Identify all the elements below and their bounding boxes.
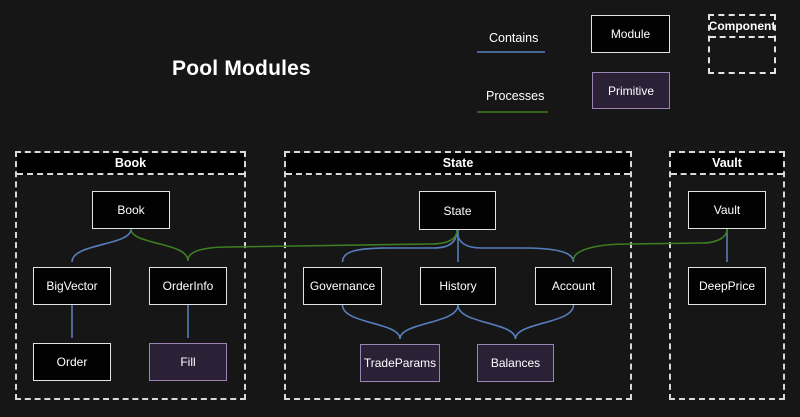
node-account: Account: [535, 267, 612, 305]
page-title: Pool Modules: [172, 57, 311, 80]
cluster-vault-title: Vault: [671, 153, 783, 175]
edge-state-account: [456, 229, 575, 263]
edge-history-tradeparams: [399, 304, 459, 340]
edge-vault-account: [572, 228, 728, 261]
node-tradeparams: TradeParams: [360, 344, 440, 382]
legend-contains-label: Contains: [489, 31, 539, 45]
cluster-vault: Vault: [669, 151, 785, 400]
node-bigvector: BigVector: [33, 267, 111, 305]
node-orderinfo: OrderInfo: [149, 267, 227, 305]
cluster-book-title: Book: [17, 153, 244, 175]
node-balances: Balances: [477, 344, 554, 382]
edge-account-balances: [514, 304, 575, 340]
legend-module-swatch: Module: [591, 15, 670, 53]
node-order: Order: [33, 343, 111, 381]
edge-book-orderinfo: [130, 228, 189, 262]
edge-state-governance: [341, 229, 458, 263]
cluster-state-title: State: [286, 153, 630, 175]
edge-state-orderinfo: [187, 229, 458, 261]
node-governance: Governance: [303, 267, 382, 305]
legend-processes-label: Processes: [486, 89, 545, 103]
node-history: History: [420, 267, 496, 305]
legend-component-label: Component: [710, 16, 774, 38]
cluster-state: State: [284, 151, 632, 400]
node-fill: Fill: [149, 343, 227, 381]
legend-primitive-swatch: Primitive: [592, 72, 670, 109]
node-book: Book: [92, 191, 170, 229]
cluster-book: Book: [15, 151, 246, 400]
edge-history-balances: [457, 304, 517, 340]
node-vault: Vault: [688, 191, 766, 229]
edge-governance-tradeparams: [341, 304, 401, 340]
edge-book-bigvector: [71, 228, 132, 263]
legend-component-swatch: Component: [708, 14, 776, 74]
node-state: State: [419, 191, 496, 230]
node-deepprice: DeepPrice: [688, 267, 766, 305]
